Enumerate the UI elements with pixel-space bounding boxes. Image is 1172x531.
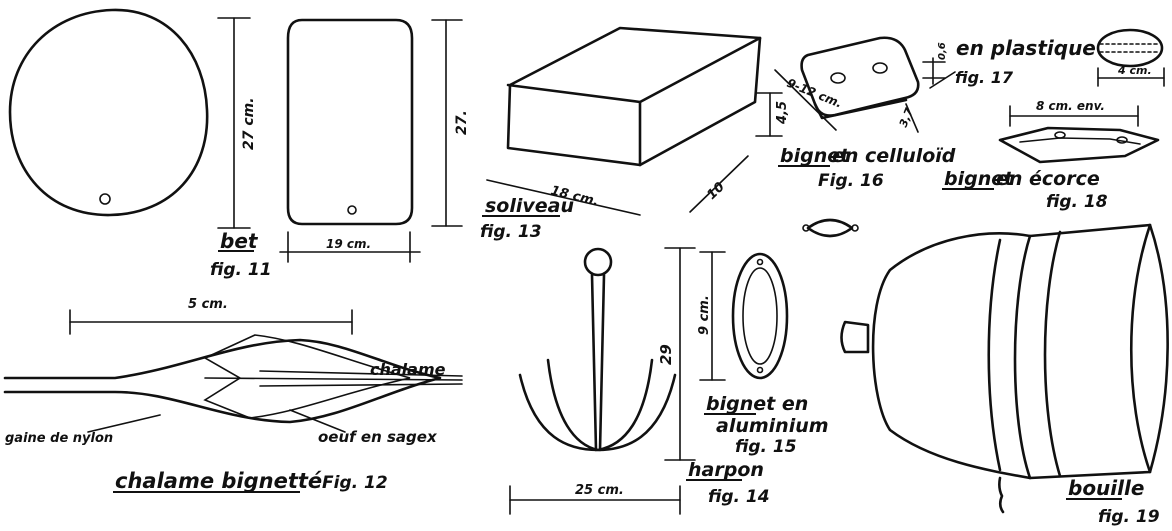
celluloid-hole-2 <box>872 62 888 74</box>
alu-bignet-height-dim: 9 cm. <box>697 295 712 335</box>
celluloid-bignet <box>800 36 920 117</box>
fig19-group: bouille fig. 19 <box>840 223 1169 527</box>
fig17-group: 0,6 4 cm. en plastique fig. 17 <box>922 28 1165 89</box>
alu-bignet-inner <box>742 267 778 365</box>
harpoon-hooks <box>518 358 677 452</box>
ecorce-width-dim: 8 cm. env. <box>1036 99 1105 113</box>
harpon-fig: fig. 14 <box>708 487 770 507</box>
alu-bignet-name-l2: aluminium <box>716 415 829 437</box>
harpoon-eye <box>583 247 613 277</box>
bet-name: bet <box>220 229 259 253</box>
fig16-group: 9-12 cm. 3,7 bignet en celluloïd Fig. 16 <box>774 36 956 191</box>
alu-bignet-fig: fig. 15 <box>735 437 797 457</box>
small-loop-detail <box>802 218 859 238</box>
churn-spout <box>840 320 870 354</box>
celluloid-fig: Fig. 16 <box>818 171 884 191</box>
plastique-bignet <box>1096 28 1164 68</box>
celluloid-hole-1 <box>830 72 846 84</box>
harpon-name: harpon <box>688 459 764 481</box>
sponge-block <box>506 26 762 167</box>
sagex-egg <box>203 334 411 419</box>
nylon-label: gaine de nylon <box>5 431 113 446</box>
ecorce-fig: fig. 18 <box>1046 192 1108 212</box>
fig13-group: 4,5 18 cm. 10 soliveau fig. 13 <box>480 26 790 242</box>
fig18-group: 8 cm. env. bignet en écorce fig. 18 <box>942 99 1160 212</box>
harpoon-shank <box>590 273 606 452</box>
chalame-label: chalame <box>370 360 446 379</box>
chalame-bignette-name: chalame bignetté <box>115 469 322 493</box>
harpoon-width-dim: 25 cm. <box>575 483 624 498</box>
plastique-thickness-dim: 0,6 <box>937 42 948 60</box>
ecorce-name-b: en écorce <box>996 168 1100 190</box>
celluloid-name-a: bignet <box>780 145 850 167</box>
alu-bignet-name-l1: bignet en <box>706 393 808 415</box>
nylon-sheath <box>3 338 442 424</box>
bet-rect-hole <box>347 205 357 215</box>
plastique-name: en plastique <box>956 36 1096 60</box>
soliveau-name: soliveau <box>485 195 574 217</box>
plastique-width-dim: 4 cm. <box>1117 64 1152 77</box>
bet-disc <box>8 8 209 217</box>
chalame-fig: Fig. 12 <box>322 473 388 493</box>
harpoon-height-dim: 29 <box>657 344 675 365</box>
churn-band-left <box>1013 234 1032 480</box>
chalame-length-dim: 5 cm. <box>188 297 228 312</box>
soliveau-width-dim: 10 <box>704 180 727 203</box>
fig15-group: 9 cm. bignet en aluminium fig. 15 <box>697 251 829 457</box>
bet-disc-dim: 27 cm. <box>241 97 257 150</box>
fig11-group: 27 cm. 27. 19 cm. bet fig. 11 <box>8 8 470 280</box>
bouille-fig: fig. 19 <box>1098 507 1160 527</box>
celluloid-width-dim: 3,7 <box>897 106 916 129</box>
bet-rect-dim: 27. <box>454 110 470 135</box>
ecorce-name-a: bignet <box>944 168 1014 190</box>
fig14-group: 25 cm. 29 harpon fig. 14 <box>509 247 770 515</box>
soliveau-height-dim: 4,5 <box>775 101 790 125</box>
bark-bignet <box>998 126 1160 164</box>
churn-band-mid <box>987 238 1002 472</box>
celluloid-name-b: en celluloïd <box>832 145 956 167</box>
bouille-name: bouille <box>1068 476 1144 500</box>
bet-rect <box>286 18 414 226</box>
churn-band-right <box>1129 223 1152 474</box>
plastique-fig: fig. 17 <box>955 68 1014 87</box>
bet-fig: fig. 11 <box>210 260 272 280</box>
alu-bignet-outer <box>731 252 789 380</box>
sagex-label: oeuf en sagex <box>318 428 438 446</box>
fig12-group: 5 cm. chalame gaine de nylon oeuf en sag… <box>3 297 463 493</box>
bet-disc-hole <box>99 193 111 205</box>
soliveau-fig: fig. 13 <box>480 222 542 242</box>
bet-width-dim: 19 cm. <box>326 237 371 251</box>
